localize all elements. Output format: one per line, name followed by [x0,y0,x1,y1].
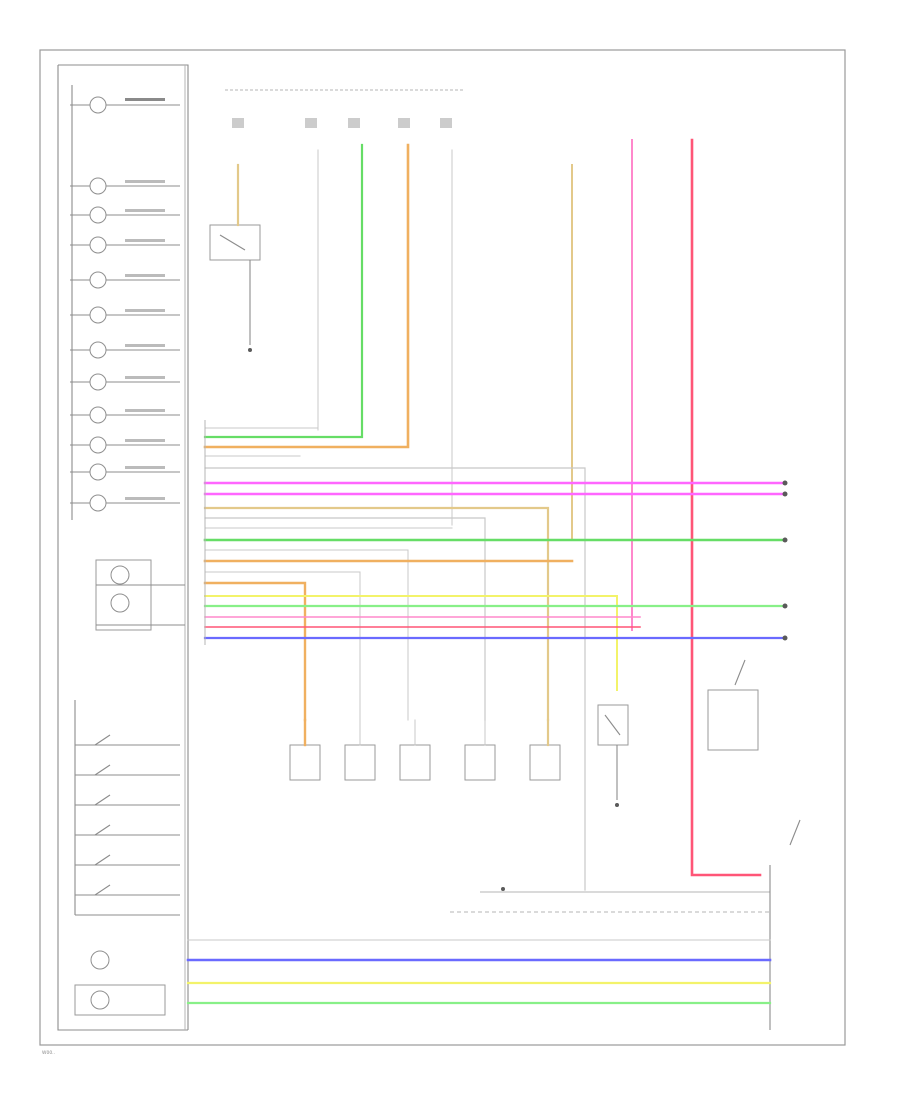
lamp-8 [70,373,180,391]
bottom-connector [450,865,771,1030]
wire-green-v [203,143,364,439]
wire-red-v [690,138,762,877]
lamp-7 [70,341,180,359]
lamp-6 [70,306,180,324]
lamp-4 [70,236,180,254]
lamp-1 [70,96,180,114]
right-terminals [782,480,788,641]
harness-wires [203,420,787,891]
wire-orange-v [203,143,410,449]
lamp-11 [70,463,180,481]
switch-group [74,700,180,916]
lamp-3 [70,206,180,224]
outer-frame [39,49,846,1046]
lamp-5 [70,271,180,289]
pressure-switch [597,704,629,807]
lamp-9 [70,406,180,424]
relay-box [209,224,261,352]
lamp-2 [70,177,180,195]
lamp-12 [70,494,180,512]
lamp-10 [70,436,180,454]
bottom-lamps [74,950,166,1016]
instrument-cluster-box [57,64,189,1031]
control-module-box [707,659,801,846]
bottom-harness [186,939,772,1005]
indicator-lamps [70,85,180,520]
top-connector-row [225,89,465,128]
sensor-boxes [289,718,561,781]
gauge-unit [95,559,185,631]
footer-code: W00.. [42,1050,55,1056]
